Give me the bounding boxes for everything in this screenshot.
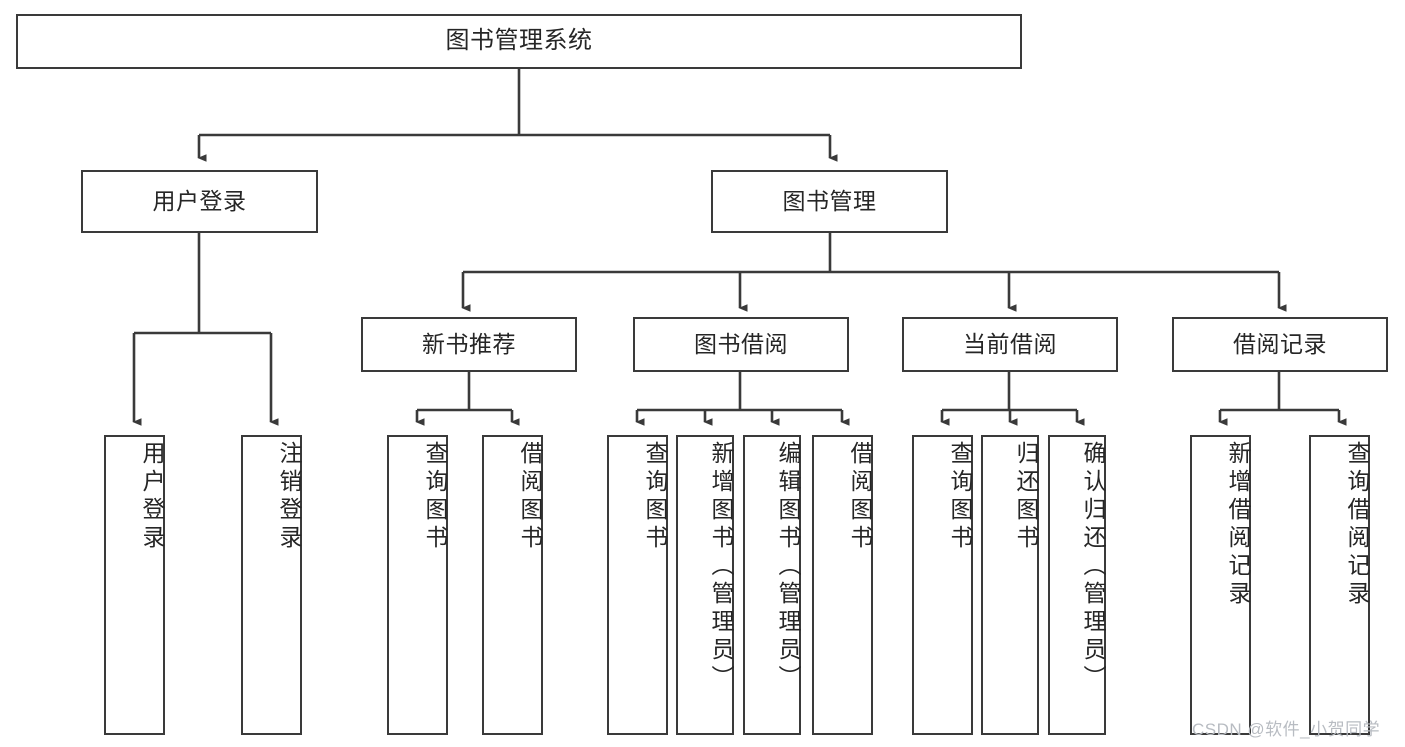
leaf-query-book-recommend[interactable]: 查询图书 (387, 435, 448, 735)
leaf-add-borrowing-record[interactable]: 新增借阅记录 (1190, 435, 1251, 735)
node-label: 编辑图书（管理员） (775, 441, 801, 693)
node-label: 用户登录 (139, 441, 165, 553)
node-label: 借阅图书 (517, 441, 543, 553)
leaf-confirm-return-admin[interactable]: 确认归还（管理员） (1048, 435, 1106, 735)
node-new-book-recommendation[interactable]: 新书推荐 (361, 317, 577, 372)
leaf-query-book-borrowing[interactable]: 查询图书 (607, 435, 668, 735)
node-label: 图书管理 (782, 187, 877, 214)
node-label: 查询图书 (947, 441, 973, 553)
node-label: 借阅记录 (1233, 330, 1327, 357)
node-label: 注销登录 (276, 441, 302, 553)
node-label: 借阅图书 (847, 441, 873, 553)
node-label: 查询借阅记录 (1344, 441, 1370, 609)
node-label: 新书推荐 (422, 330, 516, 357)
node-label: 用户登录 (152, 187, 247, 214)
node-borrowing-records[interactable]: 借阅记录 (1172, 317, 1388, 372)
node-book-borrowing[interactable]: 图书借阅 (633, 317, 849, 372)
node-label: 查询图书 (422, 441, 448, 553)
node-label: 新增借阅记录 (1225, 441, 1251, 609)
node-label: 查询图书 (642, 441, 668, 553)
leaf-return-book[interactable]: 归还图书 (981, 435, 1039, 735)
leaf-user-login[interactable]: 用户登录 (104, 435, 165, 735)
csdn-watermark: CSDN @软件_小贺同学 (1192, 720, 1381, 739)
node-label: 图书管理系统 (445, 27, 593, 55)
leaf-query-book-current[interactable]: 查询图书 (912, 435, 973, 735)
node-label: 新增图书（管理员） (708, 441, 734, 693)
node-label: 图书借阅 (694, 330, 788, 357)
leaf-borrow-book-borrowing[interactable]: 借阅图书 (812, 435, 873, 735)
node-book-management[interactable]: 图书管理 (711, 170, 948, 233)
node-label: 当前借阅 (963, 330, 1057, 357)
leaf-edit-book-admin[interactable]: 编辑图书（管理员） (743, 435, 801, 735)
leaf-logout[interactable]: 注销登录 (241, 435, 302, 735)
node-current-borrowing[interactable]: 当前借阅 (902, 317, 1118, 372)
leaf-add-book-admin[interactable]: 新增图书（管理员） (676, 435, 734, 735)
node-user-login[interactable]: 用户登录 (81, 170, 318, 233)
leaf-query-borrowing-record[interactable]: 查询借阅记录 (1309, 435, 1370, 735)
leaf-borrow-book-recommend[interactable]: 借阅图书 (482, 435, 543, 735)
node-label: 确认归还（管理员） (1080, 441, 1106, 693)
node-label: 归还图书 (1013, 441, 1039, 553)
node-root-system[interactable]: 图书管理系统 (16, 14, 1022, 69)
